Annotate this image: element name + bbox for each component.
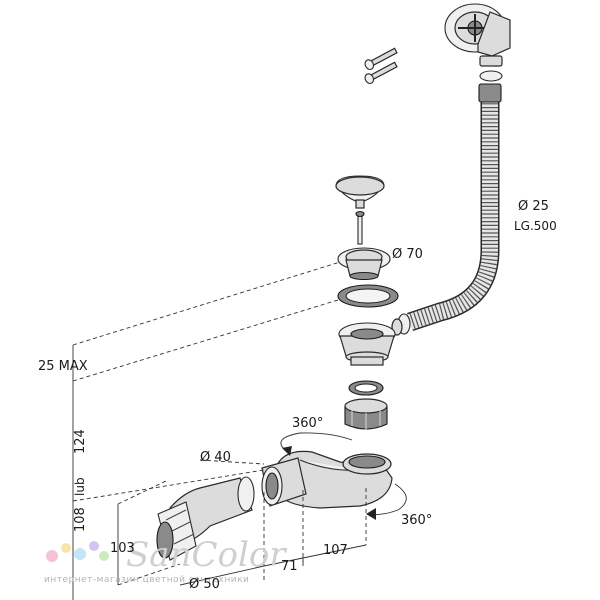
width-107-label: 107 — [323, 543, 348, 558]
rotation-arrow-top — [280, 432, 353, 456]
flexible-hose — [391, 83, 502, 336]
watermark-dot — [89, 541, 99, 551]
watermark-brand: SanColor — [126, 535, 287, 575]
rotation-right-label: 360° — [401, 513, 432, 528]
sealing-ring — [337, 284, 399, 308]
height-108-label: 108 — [73, 507, 88, 532]
watermark-dot — [61, 543, 71, 553]
lub-mark: lub — [73, 477, 87, 496]
width-71-label: 71 — [281, 559, 298, 574]
strainer-diameter-label: Ø 70 — [392, 247, 423, 262]
rotation-top-label: 360° — [292, 416, 323, 431]
outlet-diameter-label: Ø 40 — [200, 450, 231, 465]
dimension-guides — [72, 261, 367, 586]
hose-diameter-label: Ø 25 — [518, 199, 549, 214]
union-nut — [344, 398, 388, 430]
dimension-lines — [72, 345, 367, 600]
watermark-dot — [46, 550, 58, 562]
overflow-handle — [444, 3, 511, 82]
watermark-tagline: интернет-магазин цветной сантехники — [44, 575, 249, 585]
strainer-flange — [337, 247, 391, 281]
fixing-screws — [364, 47, 398, 85]
max-thickness-label: 25 MAX — [38, 359, 88, 374]
watermark-logo: SanColor интернет-магазин цветной сантех… — [44, 535, 287, 585]
siphon-trap — [261, 450, 393, 509]
pipe-diameter-label: Ø 50 — [189, 577, 220, 592]
flat-washer — [348, 380, 384, 396]
watermark-dot — [74, 548, 86, 560]
rotation-arrow-right — [366, 483, 407, 520]
drain-body — [338, 322, 396, 366]
watermark-dot — [99, 551, 109, 561]
offset-103-label: 103 — [110, 541, 135, 556]
hose-length-label: LG.500 — [514, 219, 557, 233]
drain-plug — [335, 175, 385, 245]
height-124-label: 124 — [73, 429, 88, 454]
outlet-pipe — [156, 476, 255, 561]
